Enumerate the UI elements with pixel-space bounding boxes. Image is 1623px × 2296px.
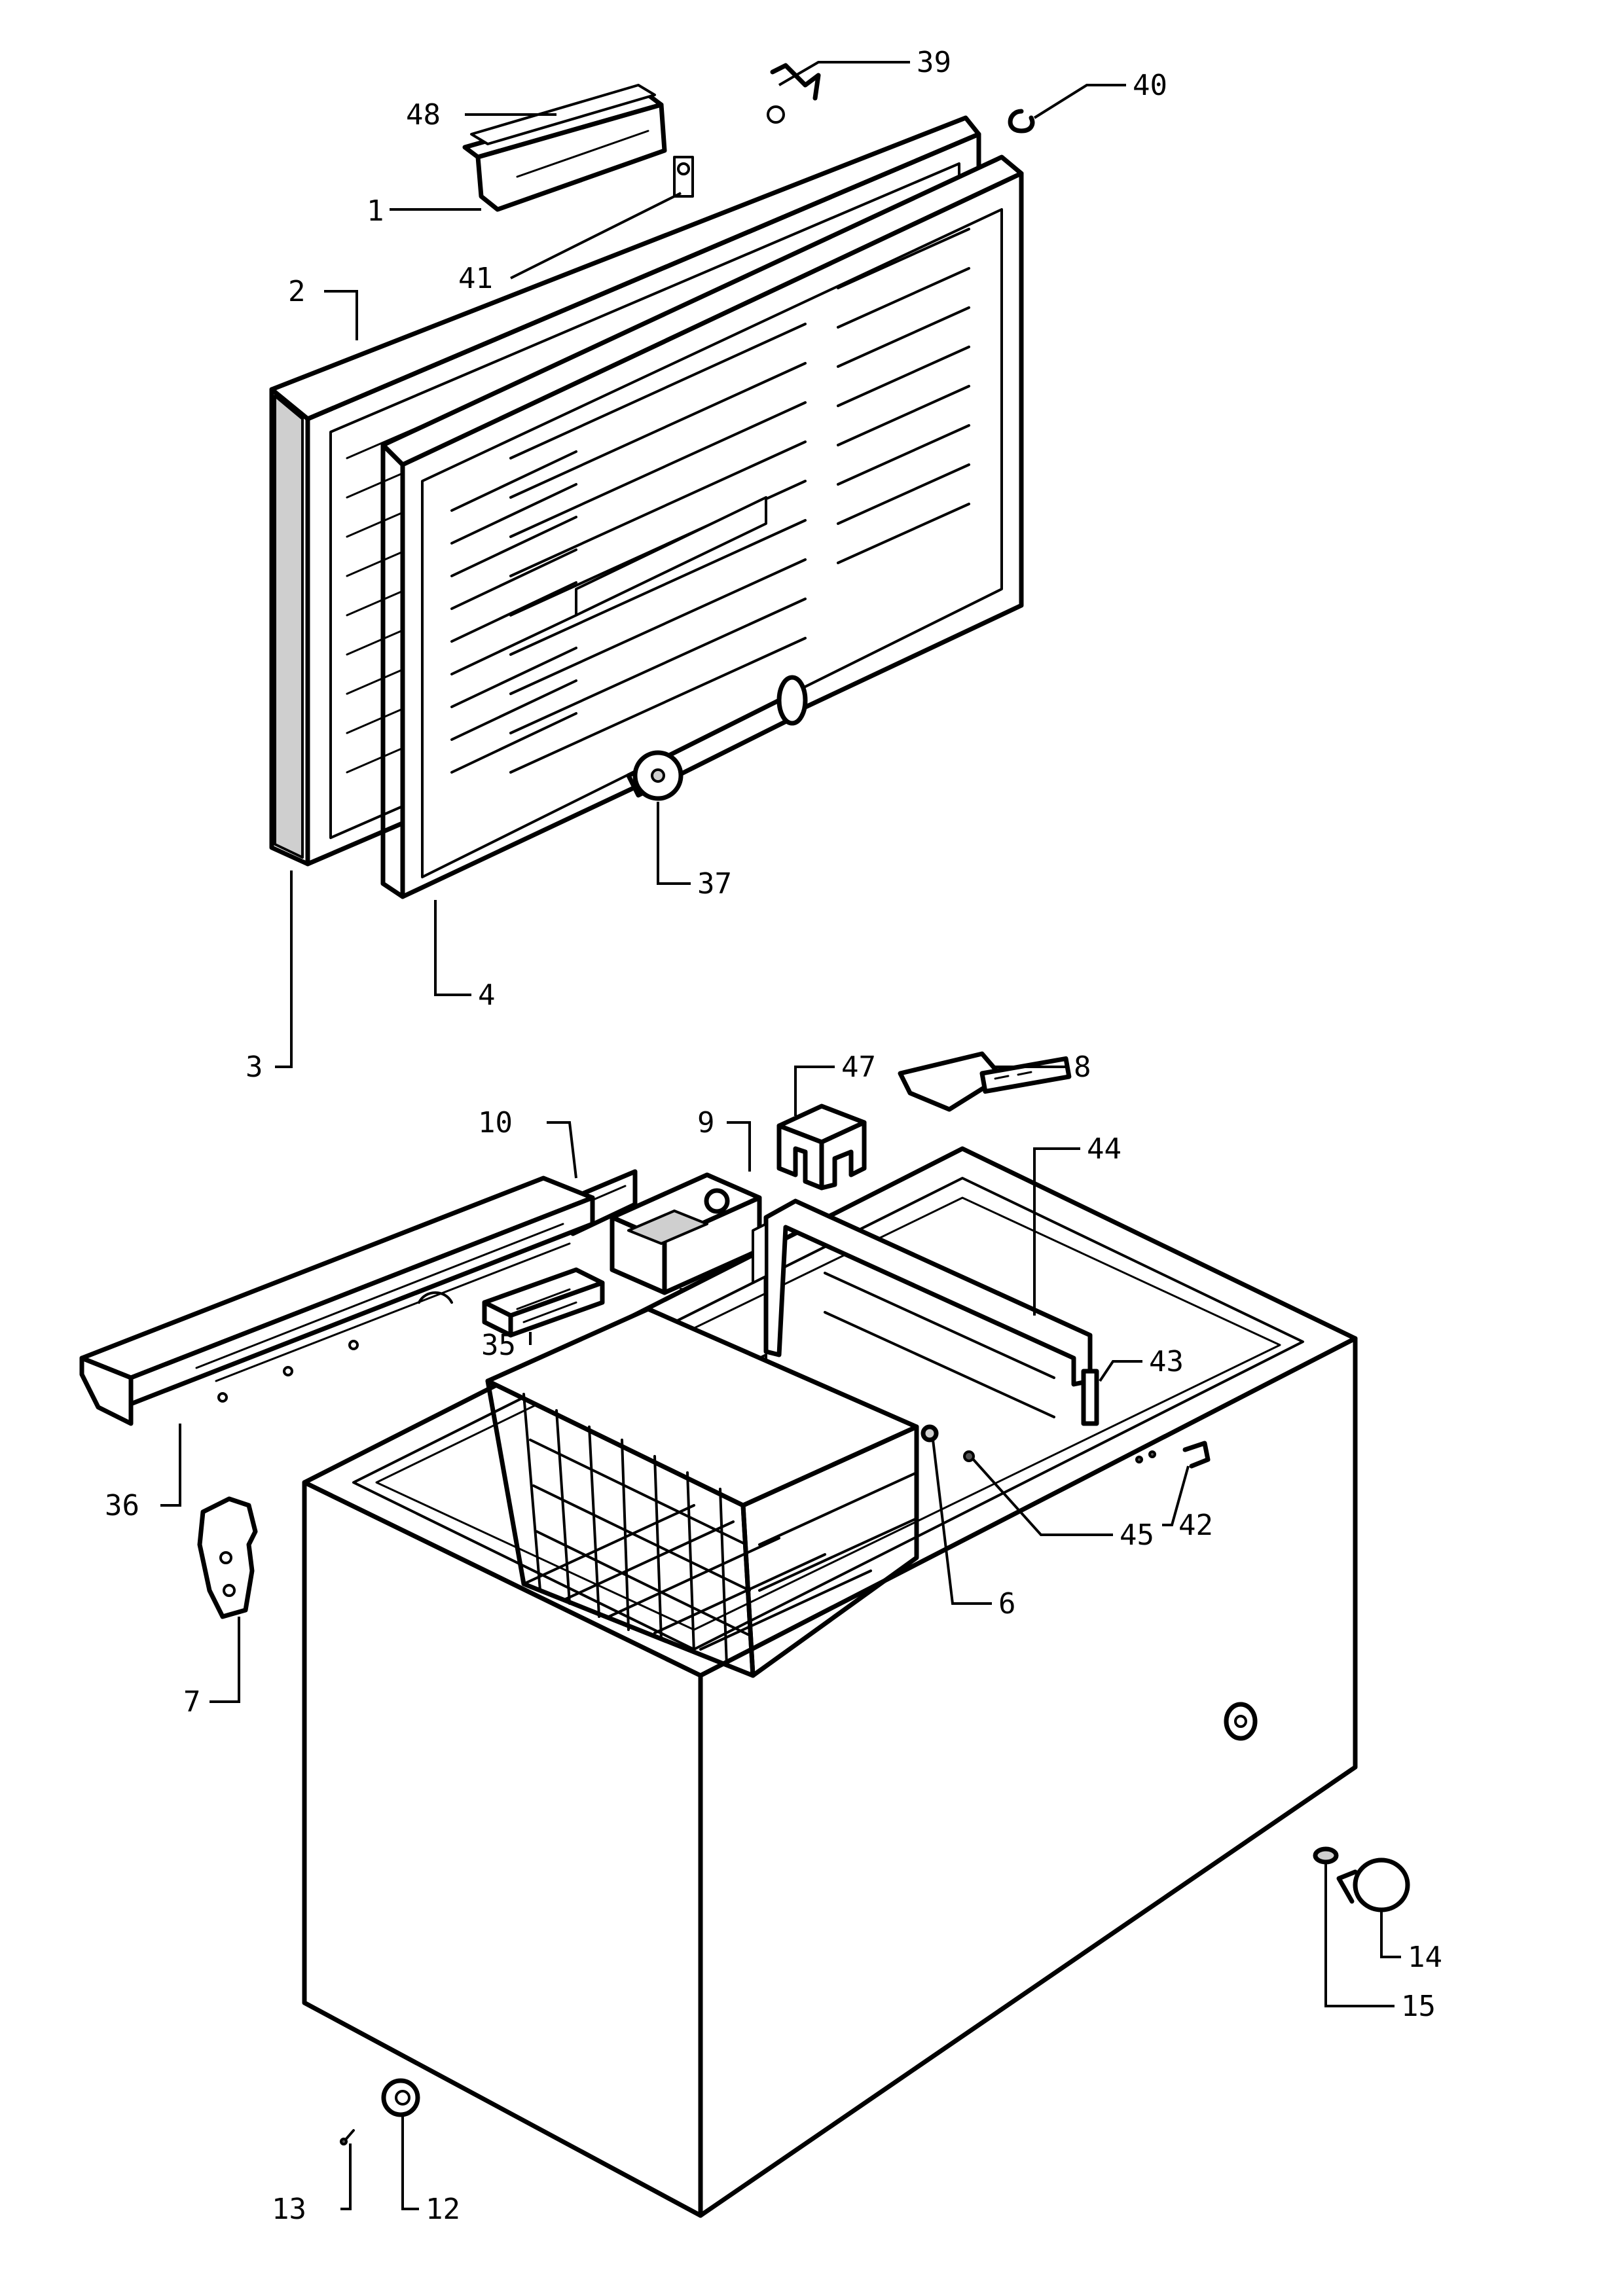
leader-3 — [275, 870, 293, 1068]
callout-41: 41 — [458, 262, 493, 295]
hinge-clip-40 — [1008, 109, 1035, 134]
leader-10 — [547, 1121, 577, 1179]
thermostat-knob-14 — [1336, 1857, 1410, 1912]
divider-clip-43 — [1081, 1369, 1099, 1426]
callout-36: 36 — [105, 1489, 139, 1522]
leader-42 — [1162, 1465, 1190, 1526]
callout-4: 4 — [478, 978, 496, 1012]
callout-2: 2 — [288, 275, 306, 308]
leader-36 — [160, 1424, 181, 1507]
callout-labels: 48 1 39 40 41 2 37 4 3 47 8 10 9 44 35 4… — [105, 46, 1442, 2226]
callout-47: 47 — [841, 1050, 876, 1084]
callout-39: 39 — [917, 46, 951, 79]
callout-10: 10 — [478, 1106, 513, 1139]
stud-45 — [963, 1450, 975, 1462]
leader-7 — [210, 1617, 240, 1703]
hinge-cover-35 — [482, 1267, 605, 1338]
thermostat-bracket-47 — [776, 1103, 867, 1191]
callout-12: 12 — [426, 2193, 460, 2226]
leader-44 — [1033, 1147, 1080, 1316]
callout-35: 35 — [481, 1329, 516, 1362]
cabinet — [302, 1146, 1358, 2218]
callout-14: 14 — [1408, 1941, 1442, 1974]
knob-spring-15 — [1313, 1846, 1339, 1865]
hinge-7 — [197, 1496, 258, 1619]
callout-6: 6 — [998, 1587, 1016, 1621]
leader-43 — [1099, 1360, 1142, 1382]
callout-40: 40 — [1133, 69, 1167, 102]
callout-1: 1 — [367, 194, 384, 228]
callout-42: 42 — [1178, 1509, 1213, 1542]
leader-14 — [1380, 1911, 1401, 1958]
basket-6 — [485, 1306, 939, 1678]
hinge-part-39 — [767, 63, 821, 124]
leader-13 — [340, 2144, 352, 2210]
handle-trim — [470, 84, 656, 145]
leader-9 — [727, 1121, 751, 1172]
leader-40 — [1033, 84, 1126, 119]
thermostat-capillary-8 — [898, 1051, 1072, 1112]
foot-12 — [381, 2078, 420, 2117]
callout-37: 37 — [697, 867, 732, 901]
divider-panel-44 — [752, 1198, 1093, 1418]
callout-15: 15 — [1401, 1990, 1436, 2023]
leader-47 — [794, 1066, 835, 1116]
callout-9: 9 — [697, 1106, 715, 1139]
leader-12 — [401, 2115, 419, 2210]
callout-3: 3 — [246, 1050, 263, 1084]
callout-7: 7 — [183, 1685, 201, 1719]
leader-4 — [434, 900, 471, 996]
control-panel-rail-36 — [79, 1175, 595, 1426]
screw-13 — [340, 2129, 355, 2145]
callout-44: 44 — [1087, 1132, 1122, 1166]
callout-13: 13 — [272, 2193, 306, 2226]
leader-41 — [510, 192, 682, 279]
leader-6 — [932, 1439, 992, 1605]
callout-8: 8 — [1074, 1050, 1091, 1084]
lock-latch — [673, 156, 694, 198]
callout-48: 48 — [406, 98, 441, 132]
leader-15 — [1324, 1864, 1395, 2007]
callout-45: 45 — [1120, 1518, 1154, 1552]
lid-hinge-bar — [626, 675, 808, 801]
callout-43: 43 — [1149, 1345, 1184, 1378]
clip-42 — [1135, 1441, 1211, 1469]
leader-2 — [324, 290, 358, 340]
leader-lines — [160, 61, 1401, 2210]
leader-45 — [971, 1457, 1113, 1536]
leader-37 — [657, 802, 691, 885]
lid-liner-gasket — [380, 154, 1024, 899]
leader-39 — [778, 61, 910, 86]
